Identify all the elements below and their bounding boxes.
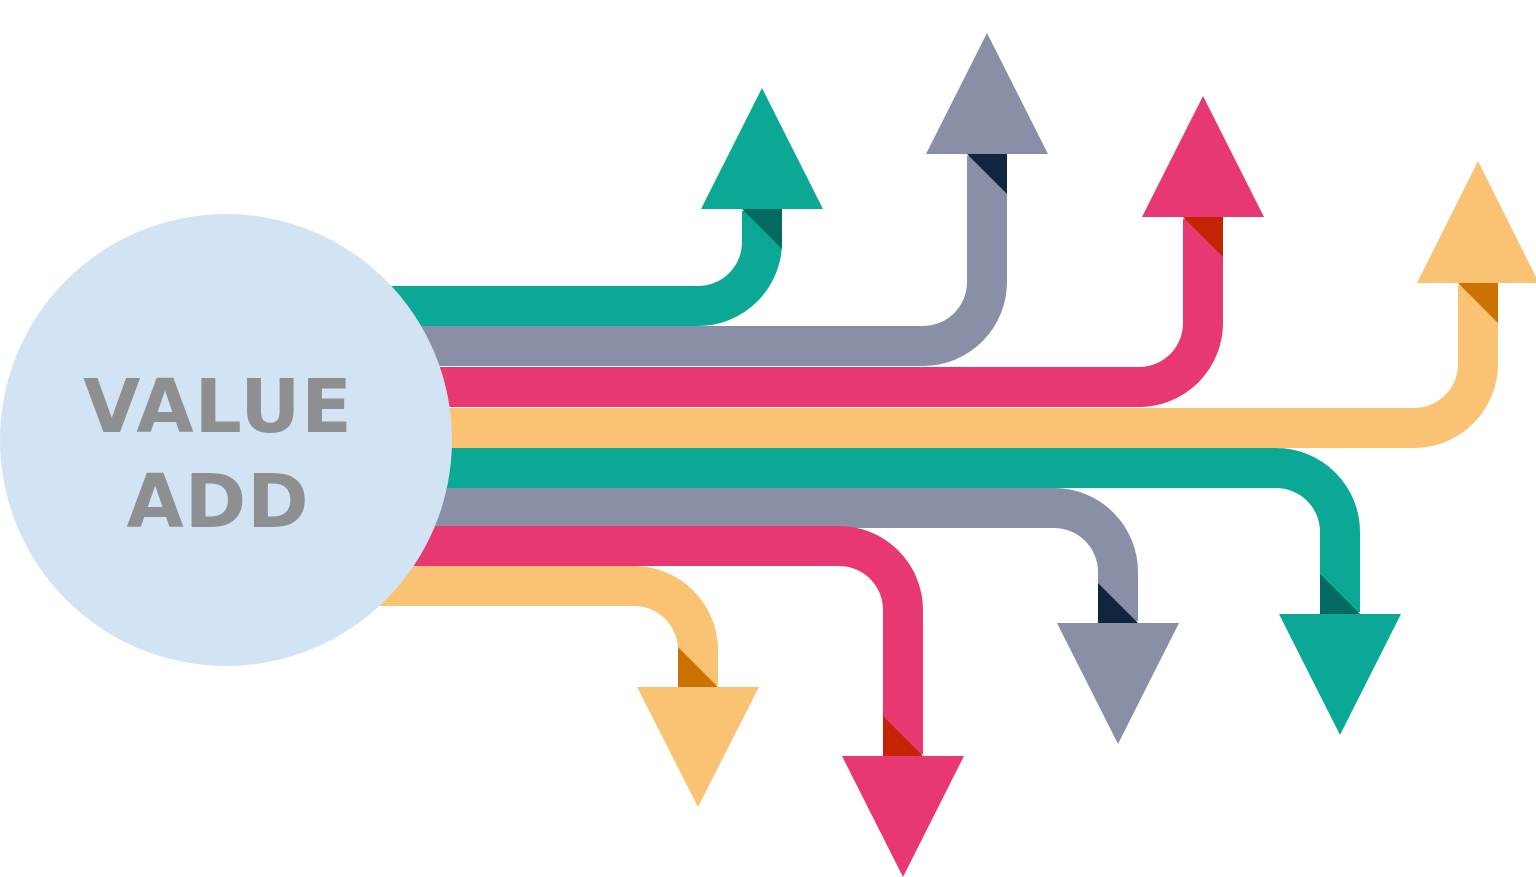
arrow-down-teal-band	[370, 448, 1360, 612]
center-circle-shape	[0, 214, 452, 666]
arrow-down-teal	[370, 448, 1401, 735]
center-circle: VALUE ADD	[0, 214, 452, 666]
arrow-down-orange-band	[370, 566, 718, 685]
arrow-down-pink-band	[370, 526, 923, 754]
arrows-layer	[370, 33, 1536, 877]
arrow-up-orange-fold	[1458, 283, 1498, 323]
arrow-down-slate-head	[1057, 623, 1179, 744]
arrow-up-pink-fold	[1183, 217, 1223, 257]
arrow-down-orange-fold	[678, 647, 718, 687]
arrow-down-pink	[370, 526, 964, 877]
arrow-up-teal-band	[370, 211, 782, 326]
arrow-up-teal-head	[701, 88, 823, 209]
arrow-down-orange	[370, 566, 759, 807]
center-label-add: ADD	[126, 459, 309, 545]
arrow-down-slate-fold	[1098, 583, 1138, 623]
arrow-down-slate-band	[370, 488, 1138, 621]
arrow-up-pink-head	[1142, 96, 1264, 217]
arrow-up-slate-fold	[967, 154, 1007, 194]
arrow-up-slate-head	[926, 33, 1048, 154]
arrow-up-pink-band	[370, 219, 1223, 407]
arrow-up-pink	[370, 96, 1264, 407]
arrow-up-teal-fold	[742, 209, 782, 249]
arrow-up-teal	[370, 88, 823, 326]
arrow-down-slate	[370, 488, 1179, 744]
arrow-up-orange-head	[1417, 161, 1536, 283]
arrow-up-slate	[370, 33, 1048, 366]
arrow-up-slate-band	[370, 156, 1007, 366]
arrow-down-teal-fold	[1320, 574, 1360, 614]
arrow-down-orange-head	[637, 687, 759, 807]
arrow-up-orange	[370, 161, 1536, 448]
arrow-up-orange-band	[370, 285, 1498, 448]
arrow-down-pink-head	[842, 756, 964, 877]
arrow-down-teal-head	[1279, 614, 1401, 735]
arrow-down-pink-fold	[883, 716, 923, 756]
center-label-value: VALUE	[83, 364, 353, 450]
